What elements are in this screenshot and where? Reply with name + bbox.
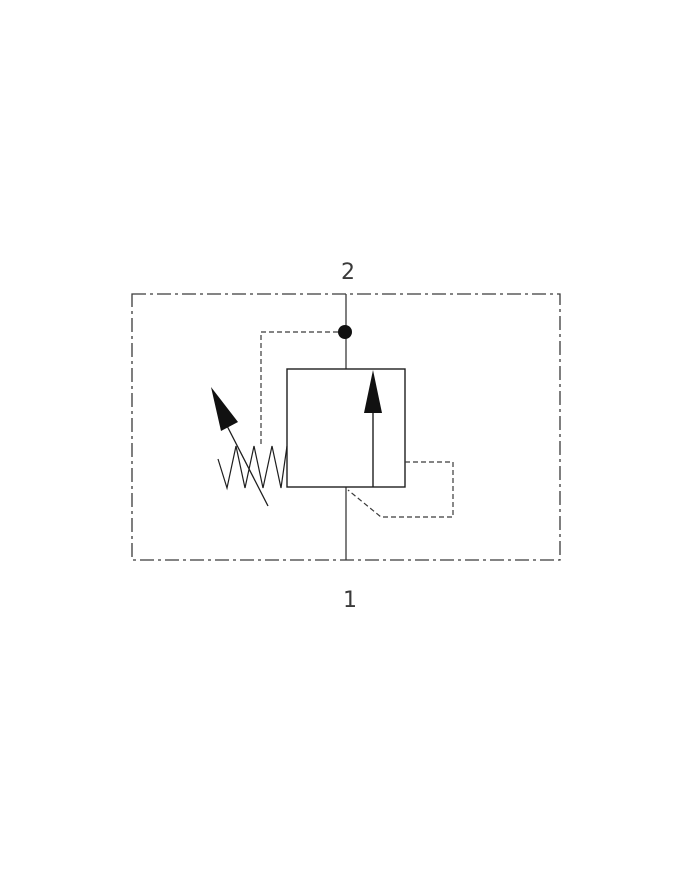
adjustment-arrow-shaft bbox=[222, 417, 269, 507]
adjustment-arrow-icon bbox=[211, 387, 238, 431]
pilot-line-top bbox=[260, 331, 338, 446]
drain-line bbox=[347, 461, 454, 518]
spring-icon bbox=[217, 445, 288, 491]
port-label-bottom: 1 bbox=[343, 588, 357, 613]
valve-body bbox=[286, 368, 406, 488]
junction-dot bbox=[338, 325, 352, 339]
port-label-top: 2 bbox=[341, 260, 355, 285]
flow-arrow-icon bbox=[364, 370, 382, 413]
